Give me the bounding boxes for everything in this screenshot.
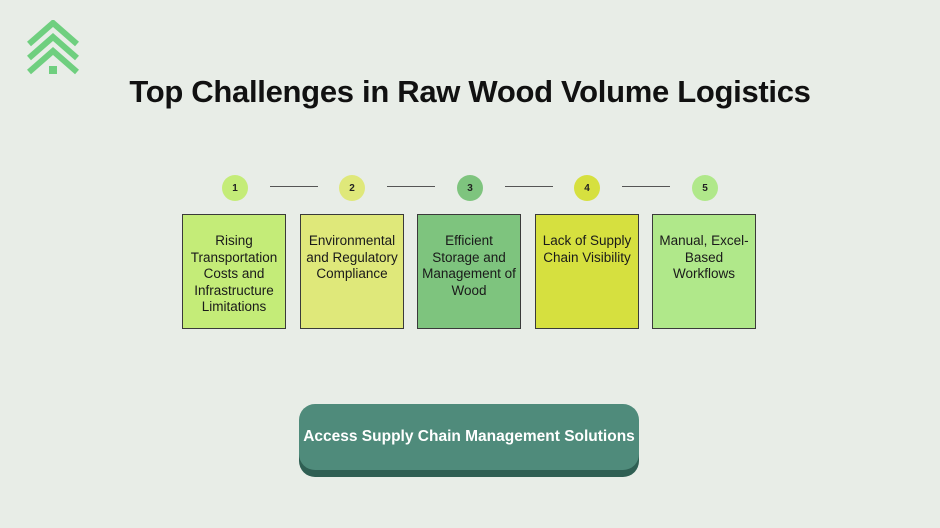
page-title: Top Challenges in Raw Wood Volume Logist…	[129, 74, 811, 109]
step-badge-4: 4	[574, 175, 600, 201]
step-badge-1: 1	[222, 175, 248, 201]
access-solutions-button[interactable]: Access Supply Chain Management Solutions	[299, 404, 639, 470]
challenge-card-1: Rising Transportation Costs and Infrastr…	[182, 214, 286, 329]
step-badge-2: 2	[339, 175, 365, 201]
step-connector	[505, 186, 553, 187]
step-connector	[270, 186, 318, 187]
challenge-card-2: Environmental and Regulatory Compliance	[300, 214, 404, 329]
challenge-card-3: Efficient Storage and Management of Wood	[417, 214, 521, 329]
step-badge-3: 3	[457, 175, 483, 201]
step-connector	[387, 186, 435, 187]
challenge-card-4: Lack of Supply Chain Visibility	[535, 214, 639, 329]
step-connector	[622, 186, 670, 187]
step-badge-5: 5	[692, 175, 718, 201]
challenge-card-5: Manual, Excel-Based Workflows	[652, 214, 756, 329]
logo-icon	[27, 20, 79, 75]
